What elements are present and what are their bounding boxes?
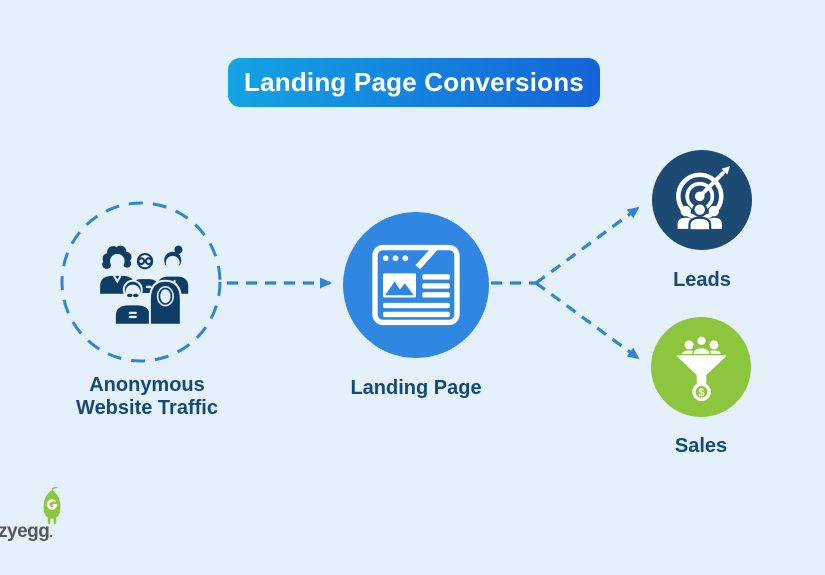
title-banner: Landing Page Conversions bbox=[228, 58, 600, 107]
arrow-landing-to-sales bbox=[535, 281, 640, 360]
sales-node: $ bbox=[651, 317, 751, 417]
brand-logo-text: zyegg. bbox=[0, 521, 53, 542]
landing-page-node bbox=[343, 212, 489, 358]
dollar-symbol: $ bbox=[698, 387, 704, 399]
egg-icon bbox=[43, 486, 61, 524]
traffic-label-line1: Anonymous bbox=[89, 374, 205, 396]
target-audience-icon bbox=[676, 165, 731, 232]
traffic-label-line2: Website Traffic bbox=[76, 397, 218, 419]
browser-icon bbox=[372, 244, 460, 326]
arrow-landing-to-leads bbox=[535, 206, 640, 285]
page-title: Landing Page Conversions bbox=[244, 67, 584, 97]
sales-node-label: Sales bbox=[674, 435, 728, 457]
brand-logo: zyegg. bbox=[0, 484, 80, 546]
landing-node-label: Landing Page bbox=[350, 377, 482, 399]
traffic-node-label: Anonymous Website Traffic bbox=[32, 374, 262, 420]
sales-funnel-icon: $ bbox=[674, 335, 728, 402]
leads-node-label: Leads bbox=[673, 269, 731, 291]
dashed-circle-outline bbox=[60, 201, 222, 363]
people-group-icon bbox=[100, 245, 189, 326]
leads-node bbox=[652, 150, 752, 250]
